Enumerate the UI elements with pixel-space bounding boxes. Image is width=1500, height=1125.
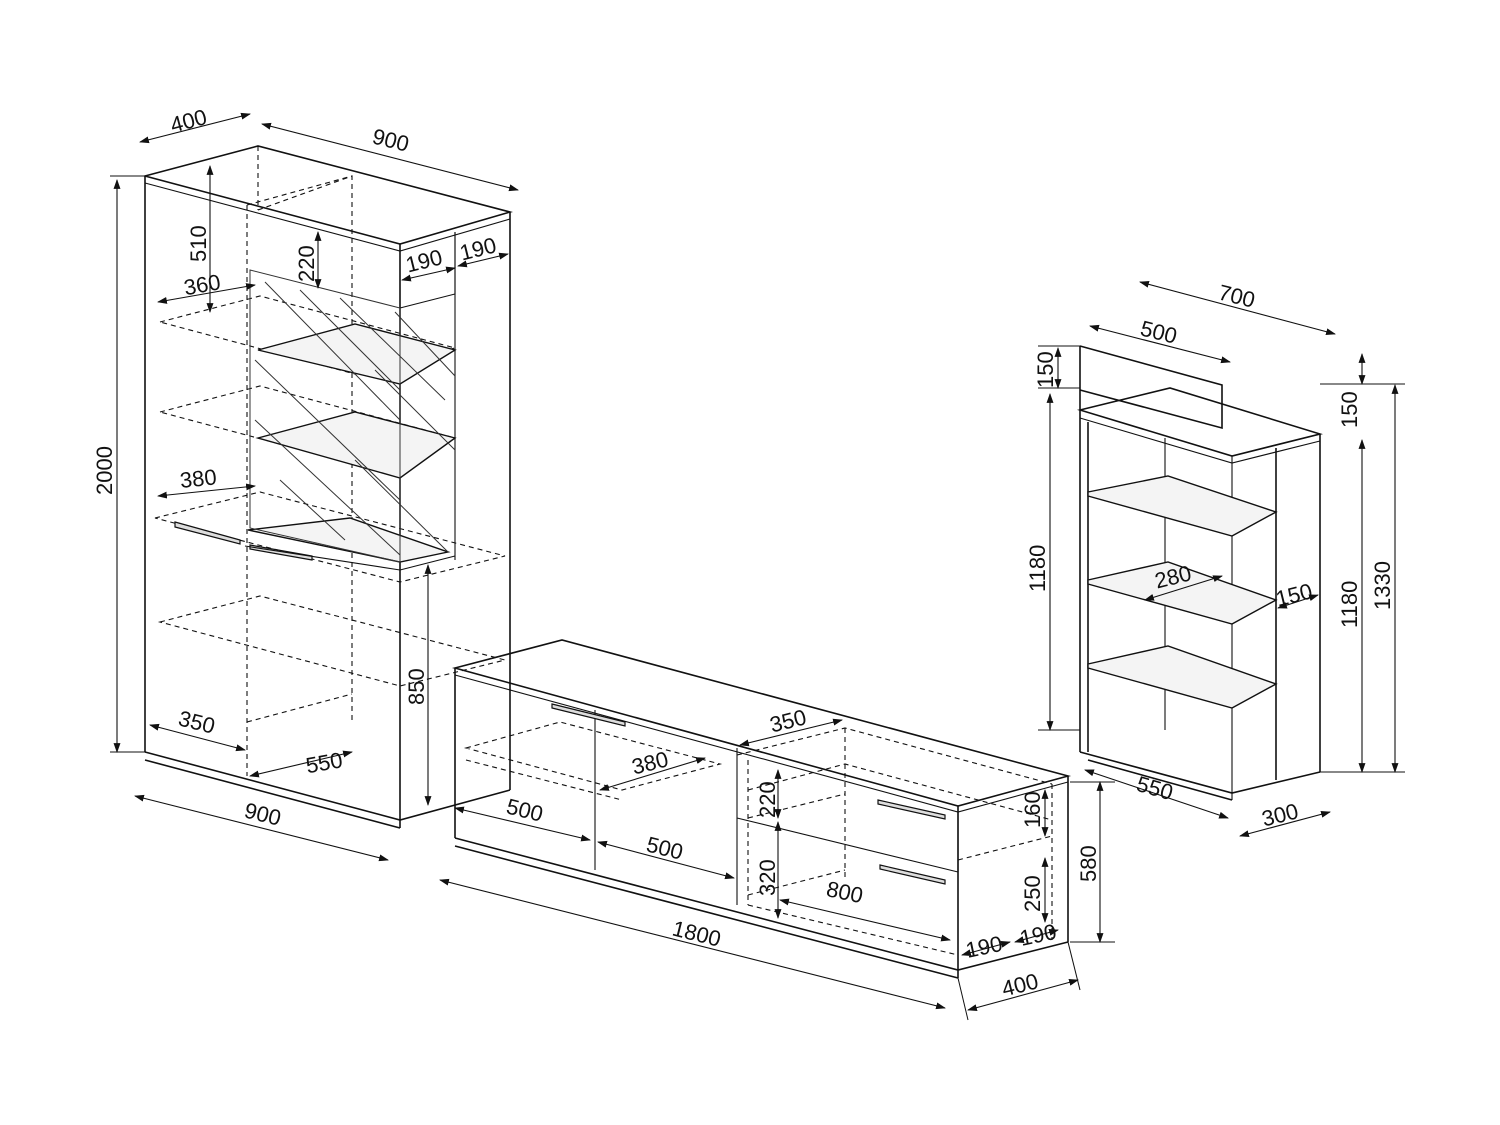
label-su-left-height: 1180 <box>1025 545 1050 592</box>
label-tv-drawer-width: 800 <box>824 876 865 908</box>
label-su-total-height: 1330 <box>1370 561 1395 610</box>
label-tv-inner-depth: 350 <box>767 704 809 737</box>
label-tv-drawer-top: 220 <box>755 781 780 818</box>
label-wc-side-1: 190 <box>403 244 445 277</box>
label-tv-shelf: 380 <box>629 746 671 779</box>
label-wc-top-depth: 400 <box>168 104 210 138</box>
label-su-right-height: 1180 <box>1337 581 1362 628</box>
label-su-depth: 300 <box>1259 798 1301 831</box>
label-tv-front-bottom: 250 <box>1020 875 1045 912</box>
label-tv-front-top: 160 <box>1020 791 1045 828</box>
label-su-top-width: 700 <box>1216 280 1258 313</box>
label-wc-bottom-width: 900 <box>242 798 284 831</box>
label-wc-bottom-inner: 550 <box>304 747 345 778</box>
dimension-lines <box>110 112 1405 1021</box>
label-su-right-panel: 150 <box>1337 391 1362 428</box>
label-tv-depth: 400 <box>999 968 1041 1001</box>
label-wc-side-2: 190 <box>457 232 499 265</box>
wall-cabinet <box>141 145 514 829</box>
label-su-side-gap: 150 <box>1273 578 1315 611</box>
label-tv-height: 580 <box>1076 845 1101 882</box>
label-tv-comp-1: 500 <box>504 794 546 827</box>
label-wc-topbox: 220 <box>294 245 319 282</box>
label-tv-length: 1800 <box>670 916 724 952</box>
label-su-top-panel: 150 <box>1033 351 1058 388</box>
label-wc-lower: 850 <box>404 668 429 705</box>
shelf-unit <box>1076 345 1323 801</box>
label-wc-shelf-2: 380 <box>179 464 218 493</box>
label-wc-shelf-1: 360 <box>182 269 223 300</box>
label-wc-height: 2000 <box>92 446 117 495</box>
label-tv-comp-2: 500 <box>644 832 686 865</box>
label-wc-top-width: 900 <box>370 124 412 157</box>
label-tv-side-1: 190 <box>964 931 1005 963</box>
label-wc-upper: 510 <box>186 225 211 262</box>
label-su-top-back: 500 <box>1138 316 1180 349</box>
dimension-labels: 400 900 2000 510 220 360 380 190 190 850… <box>92 104 1395 1001</box>
label-tv-drawer-bottom: 320 <box>755 859 780 896</box>
